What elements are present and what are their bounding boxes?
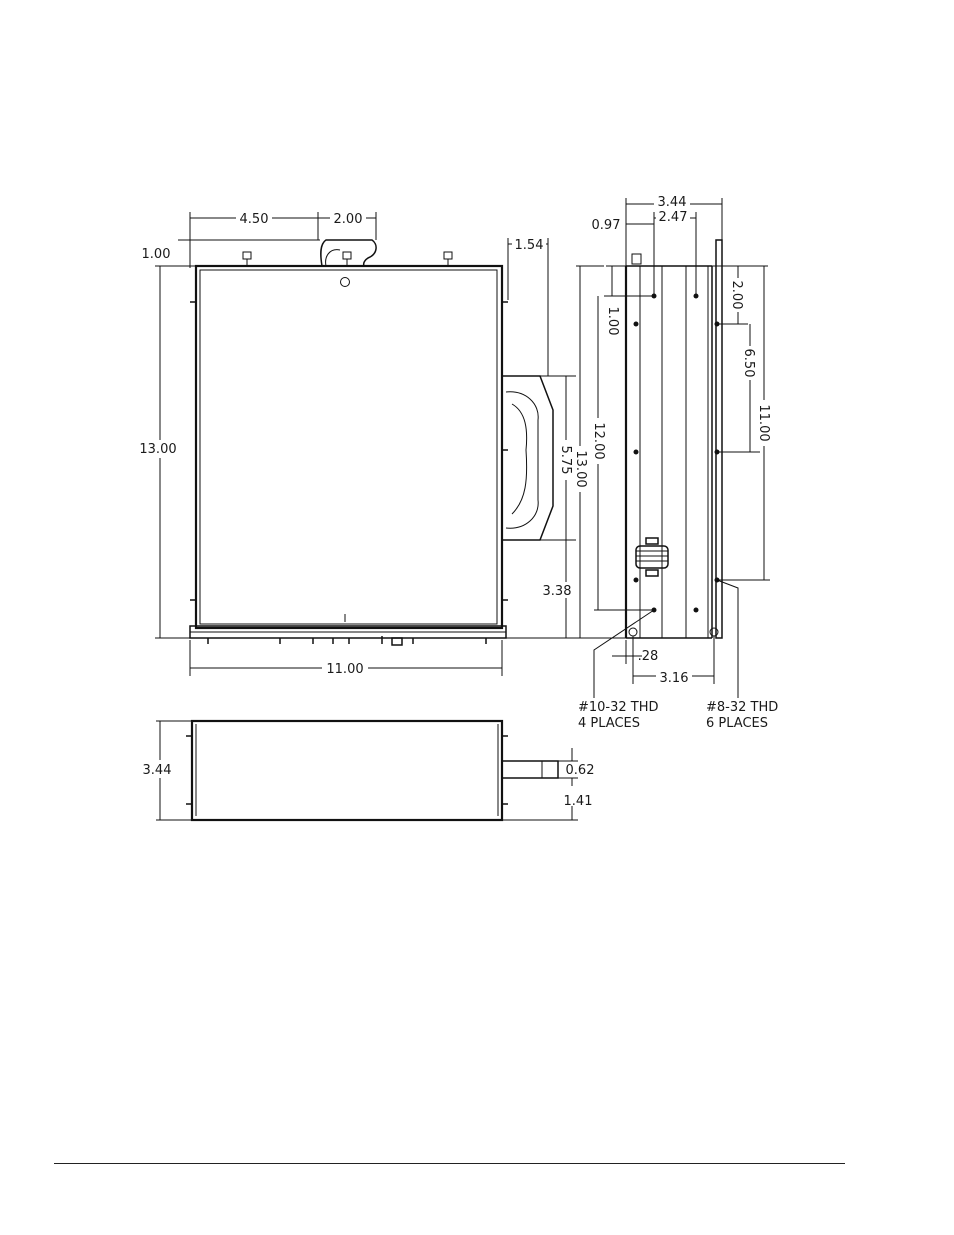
dim-11-00-side: 11.00: [756, 404, 771, 441]
dim-12-00: 12.00: [591, 422, 606, 459]
note-10-32-thd: #10-32 THD: [578, 700, 659, 715]
front-enclosure-body: [194, 264, 504, 630]
dim-2-00-handle: 2.00: [334, 212, 363, 227]
dim-6-50: 6.50: [741, 349, 756, 378]
footer-rule: [54, 1163, 845, 1164]
side-screws: [628, 293, 720, 637]
bottom-view: 3.44 0.62 1.41: [138, 719, 595, 822]
dim-3-44-side: 3.44: [658, 195, 687, 210]
side-mounting-flange: [715, 239, 723, 639]
front-enclosure-panel: [199, 269, 498, 625]
dim-11-00-front: 11.00: [326, 662, 363, 677]
dim-0-97: 0.97: [592, 218, 621, 233]
dim-3-16: 3.16: [660, 671, 689, 686]
note-10-32-places: 4 PLACES: [578, 716, 640, 731]
side-view: 3.44 2.47 0.97 1.00 12.00 13.00 2.00: [572, 194, 778, 731]
note-8-32-thd: #8-32 THD: [706, 700, 778, 715]
front-side-studs: [190, 301, 508, 601]
bottom-enclosure-body: [190, 719, 504, 822]
note-8-32-places: 6 PLACES: [706, 716, 768, 731]
dim-1-00-side: 1.00: [605, 307, 620, 336]
bottom-flange: [501, 760, 559, 779]
side-connector: [635, 537, 669, 577]
front-side-bracket: [502, 375, 554, 541]
front-top-screws: [242, 251, 453, 266]
dim-2-00-side: 2.00: [729, 281, 744, 310]
dim-1-41: 1.41: [564, 794, 593, 809]
front-top-hole: [340, 277, 350, 287]
dim-2-47: 2.47: [659, 210, 688, 225]
dim-0-28: .28: [638, 649, 659, 664]
dim-13-00-front: 13.00: [139, 442, 176, 457]
front-bottom-fasteners: [207, 636, 487, 646]
dim-5-75: 5.75: [558, 446, 573, 475]
dim-3-44-bottom: 3.44: [143, 763, 172, 778]
dim-13-00-side: 13.00: [573, 450, 588, 487]
dim-4-50: 4.50: [240, 212, 269, 227]
dim-3-38: 3.38: [543, 584, 572, 599]
dim-0-62: 0.62: [566, 763, 595, 778]
front-handle: [320, 239, 377, 267]
front-view: 4.50 2.00 1.00 1.54 13.00 5.75 3.38: [136, 210, 576, 677]
dim-1-00-handle: 1.00: [142, 247, 171, 262]
dim-1-54: 1.54: [515, 238, 544, 253]
